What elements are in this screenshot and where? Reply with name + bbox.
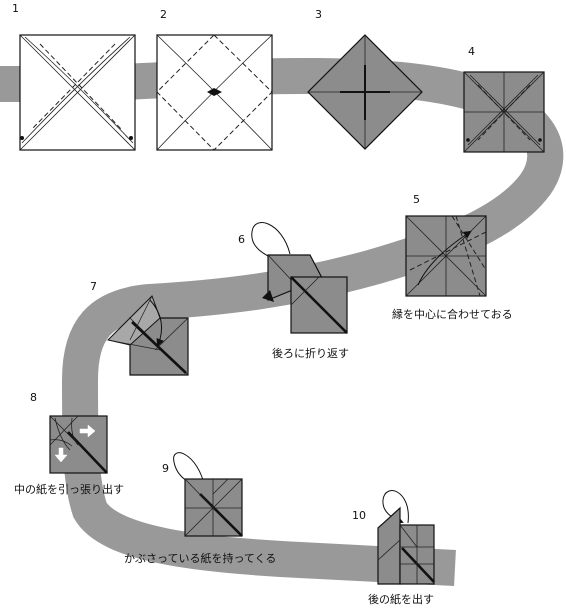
step-1-number: 1 bbox=[12, 2, 19, 15]
step-2-number: 2 bbox=[160, 8, 167, 21]
step-6-caption: 後ろに折り返す bbox=[272, 346, 349, 360]
step-7-figure bbox=[107, 295, 189, 376]
step-5-caption: 縁を中心に合わせておる bbox=[392, 307, 513, 321]
step-1-figure bbox=[19, 34, 136, 151]
fold-arrow-icon bbox=[251, 222, 291, 264]
step-3-figure bbox=[307, 34, 423, 150]
step-8-figure bbox=[49, 415, 108, 474]
step-4-figure bbox=[463, 71, 545, 153]
step-5-number: 5 bbox=[413, 193, 420, 206]
step-7-number: 7 bbox=[90, 280, 97, 293]
step-9-caption: かぶさっている紙を持ってくる bbox=[124, 551, 276, 565]
step-10-caption: 後の紙を出す bbox=[368, 592, 434, 606]
step-9-number: 9 bbox=[162, 462, 169, 475]
step-10-figure bbox=[377, 490, 435, 585]
pull-arrow-icon bbox=[54, 424, 96, 463]
step-6-number: 6 bbox=[238, 233, 245, 246]
step-4-number: 4 bbox=[468, 45, 475, 58]
step-2-figure bbox=[156, 34, 273, 151]
step-8-caption: 中の紙を引っ張り出す bbox=[14, 482, 124, 496]
step-8-number: 8 bbox=[30, 391, 37, 404]
step-9-figure bbox=[173, 452, 243, 537]
step-6-figure bbox=[251, 222, 348, 334]
step-3-number: 3 bbox=[315, 8, 322, 21]
step-10-number: 10 bbox=[352, 509, 366, 522]
step-5-figure bbox=[405, 215, 487, 297]
